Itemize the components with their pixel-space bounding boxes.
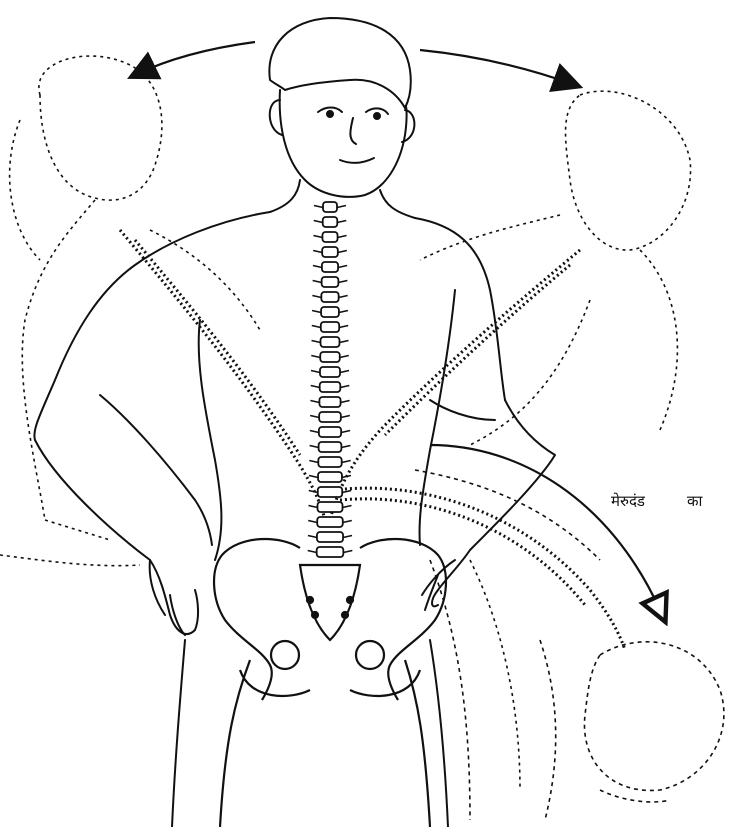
main-hand-left <box>150 560 185 635</box>
vertebra <box>322 262 338 272</box>
main-figure <box>34 18 555 827</box>
vertebra <box>319 427 341 437</box>
ghost-arm-forward <box>540 640 556 820</box>
ghost-figure-right <box>420 91 691 790</box>
main-pupil-right <box>374 113 380 119</box>
ghost-head-left <box>39 56 162 200</box>
ghost-hand-forward <box>600 790 670 802</box>
vertebra <box>318 457 341 467</box>
ghost-back-forward <box>415 470 600 560</box>
arrow-left-head <box>135 42 255 75</box>
main-arm-right <box>432 400 555 606</box>
vertebra <box>319 442 342 452</box>
ghost-hair-left <box>10 120 40 260</box>
spine-label: मेरुदंड <box>611 491 645 511</box>
vertebra <box>320 382 341 392</box>
main-arm-left <box>35 440 198 634</box>
ghost-arm-left <box>45 520 110 540</box>
ghost-head-right <box>566 91 691 250</box>
ghost-figure-left <box>0 56 260 566</box>
vertebra <box>317 517 343 527</box>
vertebra <box>322 277 339 287</box>
main-torso-left <box>199 320 222 560</box>
arrow-right-head <box>420 50 575 85</box>
ghost-shoulder-right <box>420 215 560 260</box>
vertebra <box>320 352 340 362</box>
pelvis <box>214 539 446 827</box>
vertebra <box>318 472 342 482</box>
femur-left <box>220 660 250 827</box>
ghost-leg-right <box>470 560 520 790</box>
vertebra <box>318 487 342 497</box>
vertebra <box>322 232 337 242</box>
ghost-spine-forward <box>335 488 625 650</box>
sacral-foramen <box>342 612 348 618</box>
vertebra <box>321 307 339 317</box>
vertebra <box>320 367 340 377</box>
hip-joint-left <box>271 641 299 669</box>
vertebra <box>322 247 338 257</box>
vertebra <box>321 337 340 347</box>
vertebra <box>317 532 343 542</box>
hip-joint-right <box>356 641 384 669</box>
main-mouth <box>340 158 374 163</box>
main-face <box>280 90 407 197</box>
ghost-hip-left <box>0 555 140 566</box>
ghost-spine-left <box>120 230 325 520</box>
ghost-back-right <box>640 250 677 430</box>
side-bend-arrow <box>135 42 575 85</box>
ghost-figure-forward <box>415 470 724 820</box>
main-arm-left-inner <box>100 395 212 545</box>
vertebra <box>319 412 341 422</box>
vertebra <box>323 202 337 212</box>
main-shoulders <box>34 212 505 440</box>
pelvis-left-ilium <box>214 539 300 700</box>
main-spine <box>308 202 353 557</box>
ghost-head-forward <box>584 642 723 791</box>
vertebra <box>323 217 338 227</box>
vertebra <box>321 292 338 302</box>
spine-label-suffix: का <box>687 491 702 511</box>
pelvis-right-ilium <box>360 539 446 700</box>
sacral-foramen <box>347 597 353 603</box>
femur-right <box>405 660 430 827</box>
main-hair <box>269 18 410 108</box>
vertebra <box>319 397 340 407</box>
ghost-leg-forward <box>430 560 470 820</box>
vertebra <box>318 502 343 512</box>
vertebra <box>317 547 344 557</box>
main-pupil-left <box>327 111 333 117</box>
ghost-torso-left <box>22 200 95 520</box>
ghost-arm-right <box>470 300 590 445</box>
main-neck <box>270 180 415 218</box>
vertebra <box>321 322 339 332</box>
sacral-foramen <box>307 597 313 603</box>
sacral-foramen <box>312 612 318 618</box>
main-nose <box>350 118 356 144</box>
